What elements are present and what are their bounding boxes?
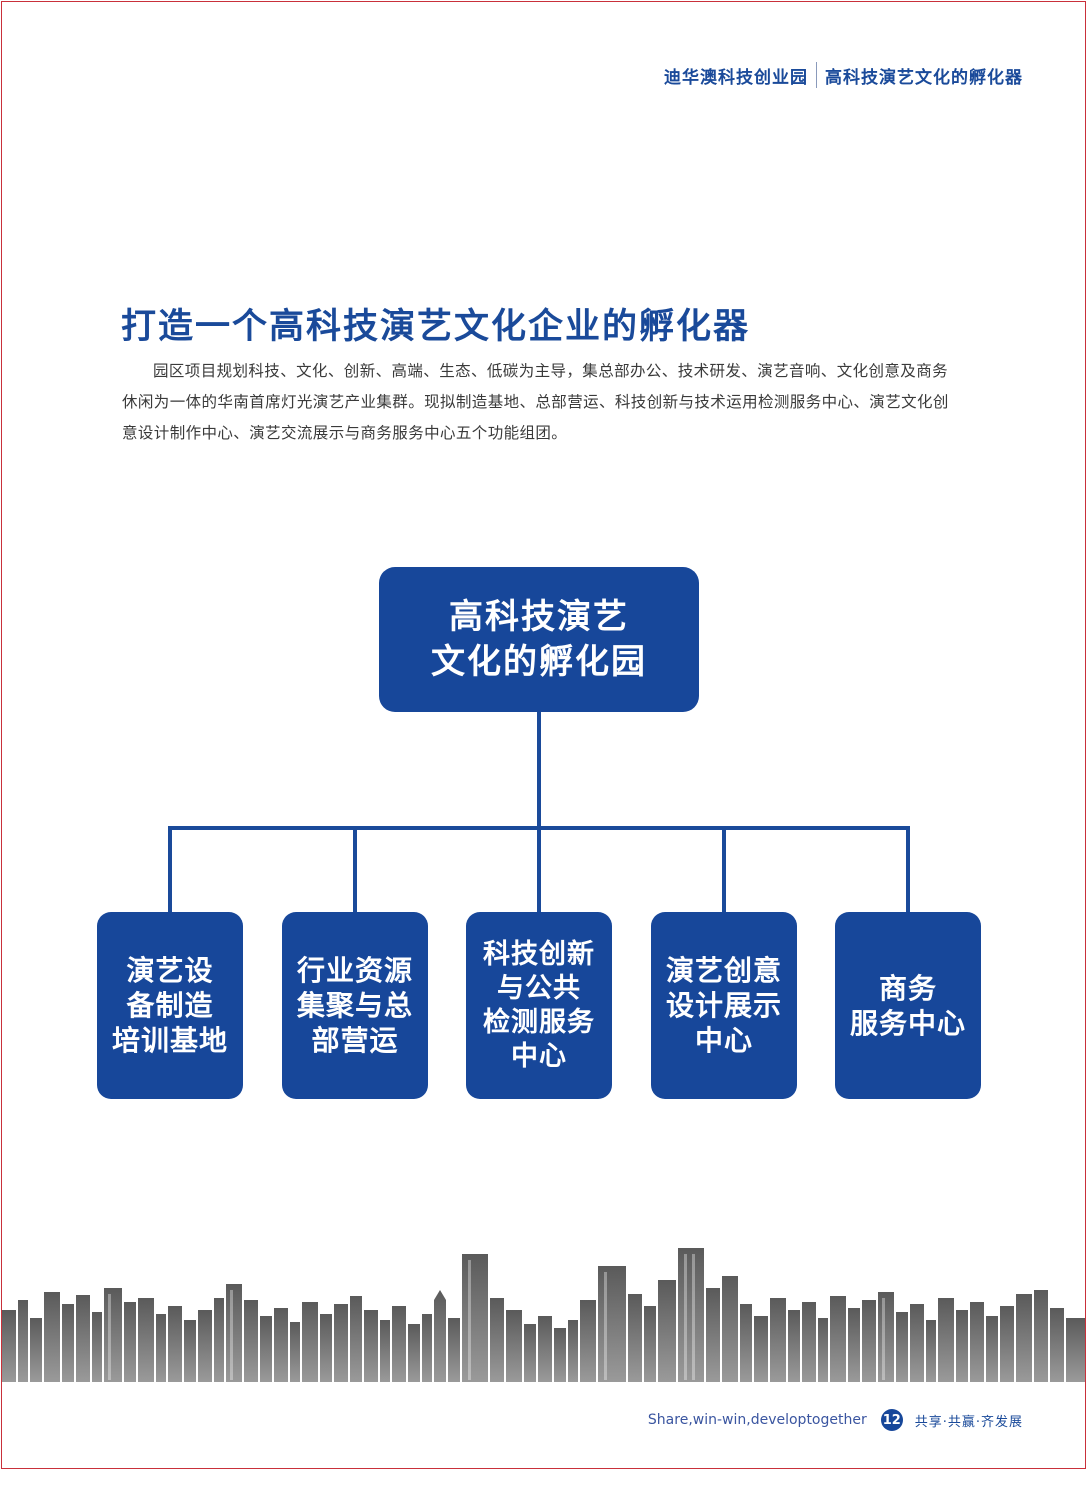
footer-slogan-en: Share,win-win,developtogether: [647, 1412, 867, 1428]
intro-paragraph: 园区项目规划科技、文化、创新、高端、生态、低碳为主导，集总部办公、技术研发、演艺…: [122, 362, 949, 442]
connector-root-stem: [537, 712, 541, 828]
connector-child-1: [168, 826, 172, 914]
org-root-box: 高科技演艺 文化的孵化园: [379, 567, 699, 712]
connector-child-4: [722, 826, 726, 914]
org-child-equipment-base: 演艺设 备制造 培训基地: [97, 912, 243, 1099]
footer-slogan-zh: 共享·共赢·齐发展: [914, 1414, 1023, 1430]
org-child-industry-hq: 行业资源 集聚与总 部营运: [282, 912, 428, 1099]
org-child-creative-design: 演艺创意 设计展示 中心: [651, 912, 797, 1099]
header-park-name: 迪华澳科技创业园: [664, 67, 808, 88]
page-header: 迪华澳科技创业园 高科技演艺文化的孵化器: [664, 62, 1023, 88]
page-number-badge: 12: [880, 1409, 903, 1431]
connector-child-2: [353, 826, 357, 914]
page-title: 打造一个高科技演艺文化企业的孵化器: [121, 307, 751, 347]
connector-child-3: [537, 826, 541, 914]
org-child-business-service: 商务 服务中心: [835, 912, 981, 1099]
header-divider: [816, 62, 817, 88]
header-tagline: 高科技演艺文化的孵化器: [825, 67, 1023, 88]
org-child-tech-testing: 科技创新 与公共 检测服务 中心: [466, 912, 612, 1099]
page-footer: Share,win-win,developtogether 12 共享·共赢·齐…: [648, 1408, 1023, 1432]
connector-child-5: [906, 826, 910, 914]
city-skyline-image: [2, 1248, 1085, 1382]
